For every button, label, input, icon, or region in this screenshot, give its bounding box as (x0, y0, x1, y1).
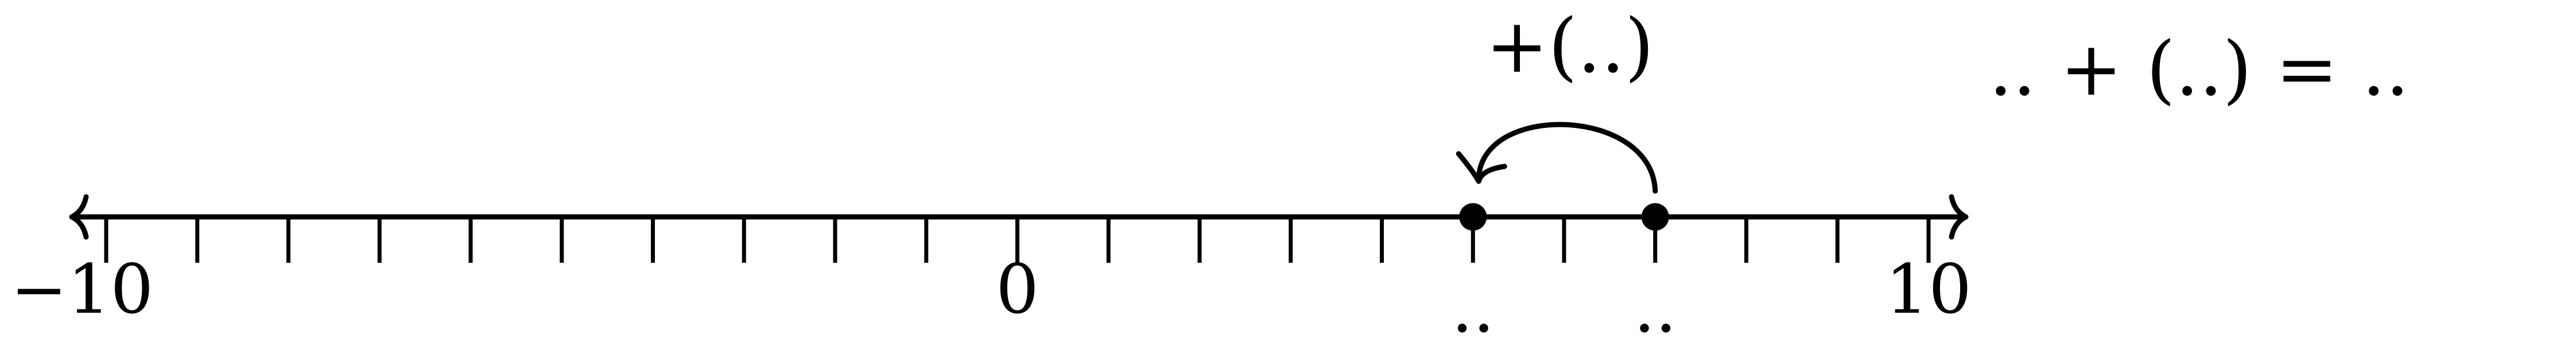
right-arrowhead-icon (1949, 194, 1969, 240)
left-arrowhead-icon (69, 194, 89, 240)
tick-marks (104, 217, 1931, 263)
tick-label: 0 (996, 250, 1039, 329)
point-value-placeholder: .. (1452, 269, 1495, 348)
plotted-points (1459, 203, 1669, 231)
tick-label: 10 (1886, 250, 1972, 329)
equation-text: .. + (..) = .. (1989, 25, 2410, 112)
point-value-placeholder: .. (1634, 269, 1677, 348)
jump-label: +(..) (1485, 2, 1654, 90)
jump-arc-arrow (1476, 122, 1658, 194)
point-labels: .... (1452, 269, 1677, 348)
tick-label: −10 (10, 250, 153, 329)
plotted-point (1641, 203, 1669, 231)
plotted-point (1459, 203, 1487, 231)
tick-labels: −10 0 10 (10, 250, 1972, 329)
jump-arrowhead-icon (1456, 151, 1507, 184)
